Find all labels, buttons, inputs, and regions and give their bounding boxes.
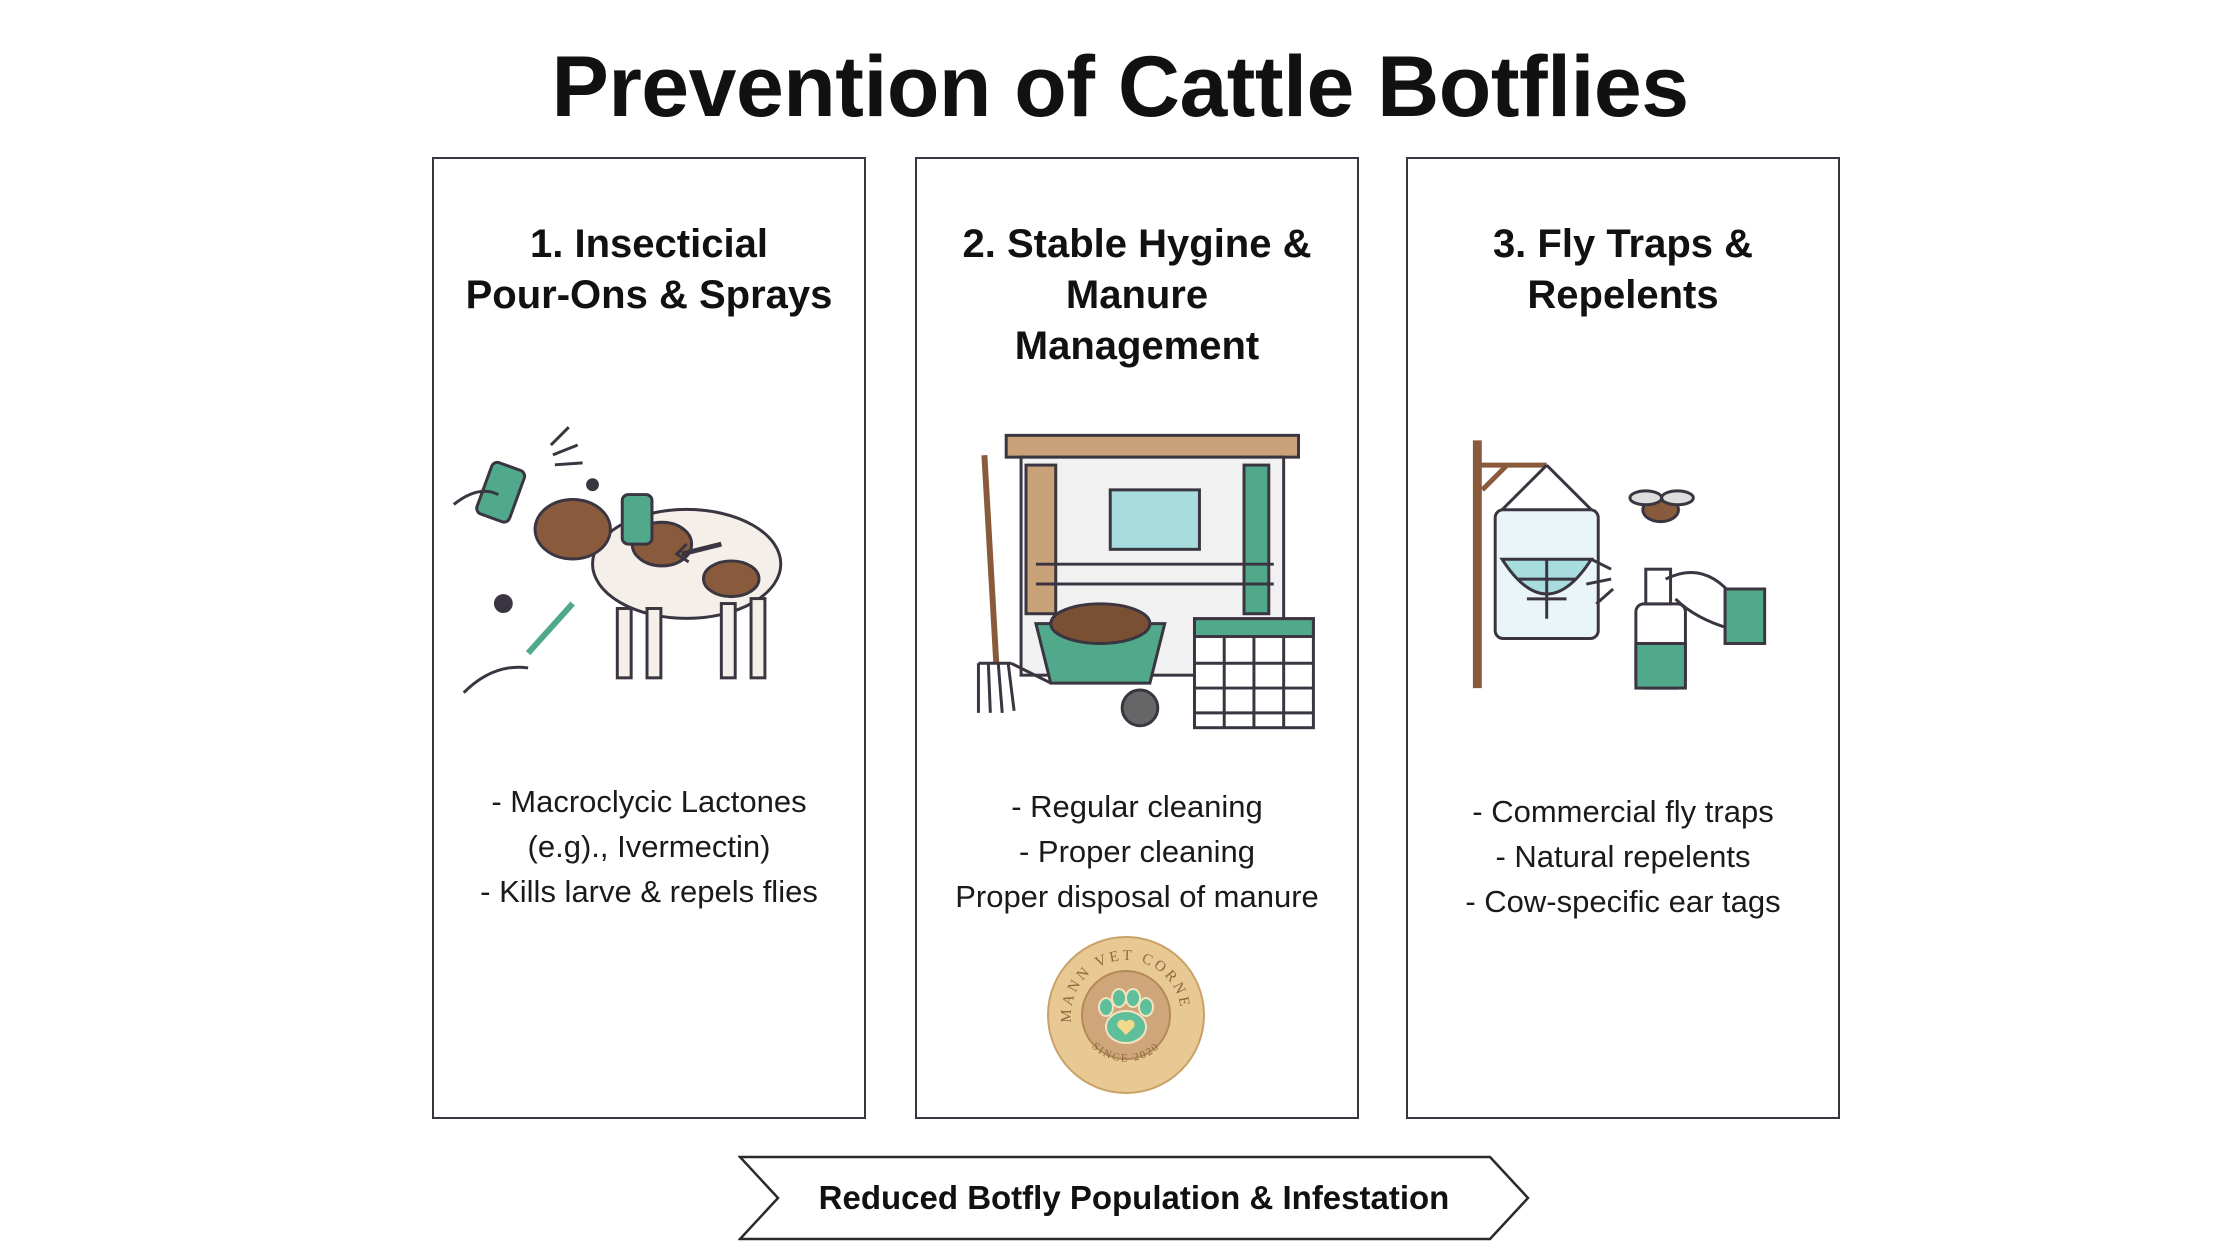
bullet-item: Proper disposal of manure [955,879,1319,914]
panel-heading: 3. Fly Traps &Repelents [1492,222,1754,317]
bullet-item: - Commercial fly traps [1472,794,1774,829]
bullet-list: - Regular cleaning - Proper cleaning Pro… [917,784,1357,919]
outcome-text: Reduced Botfly Population & Infestation [818,1179,1450,1216]
panel-fly-traps: 3. Fly Traps &Repelents - Commercial fly… [1406,157,1840,1119]
bullet-item: - Natural repelents [1495,839,1751,874]
stable-illustration [976,433,1315,730]
bullet-list: - Commercial fly traps - Natural repelen… [1408,789,1838,924]
page-title: Prevention of Cattle Botflies [551,39,1689,135]
bullet-item: - Kills larve & repels flies [480,874,818,909]
outcome-banner: Reduced Botfly Population & Infestation [737,1155,1530,1241]
fly-trap-illustration [1472,440,1767,690]
bullet-item: - Macroclycic Lactones [491,784,807,819]
bullet-item: - Regular cleaning [1011,789,1263,824]
mann-vet-corner-seal-logo: MANN VET CORNER SINCE 2020 [1046,935,1205,1094]
bullet-item: - Proper cleaning [1018,834,1256,869]
bullet-item: - Cow-specific ear tags [1465,884,1781,919]
bullet-item: (e.g)., Ivermectin) [527,829,771,864]
cow-spray-illustration [452,426,783,694]
bullet-list: - Macroclycic Lactones (e.g)., Ivermecti… [434,779,864,914]
